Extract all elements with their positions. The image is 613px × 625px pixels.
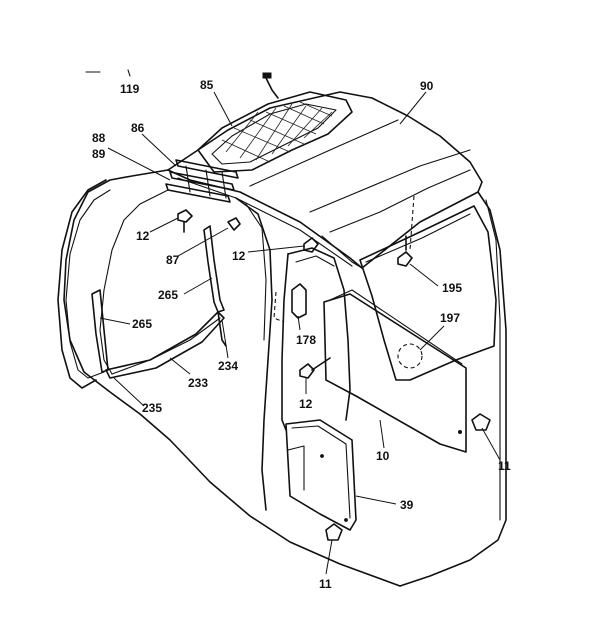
label-12-a: 12	[136, 229, 150, 243]
cab-body	[57, 91, 507, 587]
stray-mark-2	[127, 69, 131, 77]
leader-lines	[99, 91, 501, 575]
label-86: 86	[131, 121, 145, 135]
fastener-11-bottom	[325, 523, 343, 541]
label-88: 88	[92, 131, 106, 145]
label-90: 90	[420, 79, 434, 93]
bolt-87	[227, 217, 241, 231]
seal-233	[105, 311, 225, 379]
label-89: 89	[92, 147, 106, 161]
part-labels: 119 85 90 88 89 86 12 87 12 195 265 265 …	[92, 78, 511, 591]
label-85: 85	[200, 78, 214, 92]
label-234: 234	[218, 359, 238, 373]
bolt-12-c	[299, 357, 331, 379]
label-39: 39	[400, 498, 414, 512]
label-11-b: 11	[319, 577, 332, 591]
part-178-handle	[273, 283, 307, 323]
bolt-12-a	[177, 209, 193, 233]
part-10-panel	[323, 289, 467, 453]
label-178: 178	[296, 333, 316, 347]
label-12-b: 12	[232, 249, 246, 263]
label-11-a: 11	[498, 459, 511, 473]
parts-86-88-89-rails	[165, 159, 239, 203]
label-233: 233	[188, 376, 208, 390]
label-119: 119	[120, 82, 140, 96]
part-197	[397, 343, 423, 369]
seal-265-right	[203, 225, 225, 313]
label-10: 10	[376, 449, 390, 463]
label-12-c: 12	[299, 397, 313, 411]
label-195: 195	[442, 281, 462, 295]
label-197: 197	[440, 311, 460, 325]
label-87: 87	[166, 253, 180, 267]
fastener-11-right	[471, 413, 491, 431]
part-85-roof-hatch	[197, 72, 353, 173]
bolt-195	[397, 235, 413, 267]
label-235: 235	[142, 401, 162, 415]
label-265-a: 265	[158, 288, 178, 302]
part-39-panel	[285, 419, 357, 531]
bolt-12-b	[303, 237, 319, 253]
part-234	[217, 311, 227, 347]
label-265-b: 265	[132, 317, 152, 331]
